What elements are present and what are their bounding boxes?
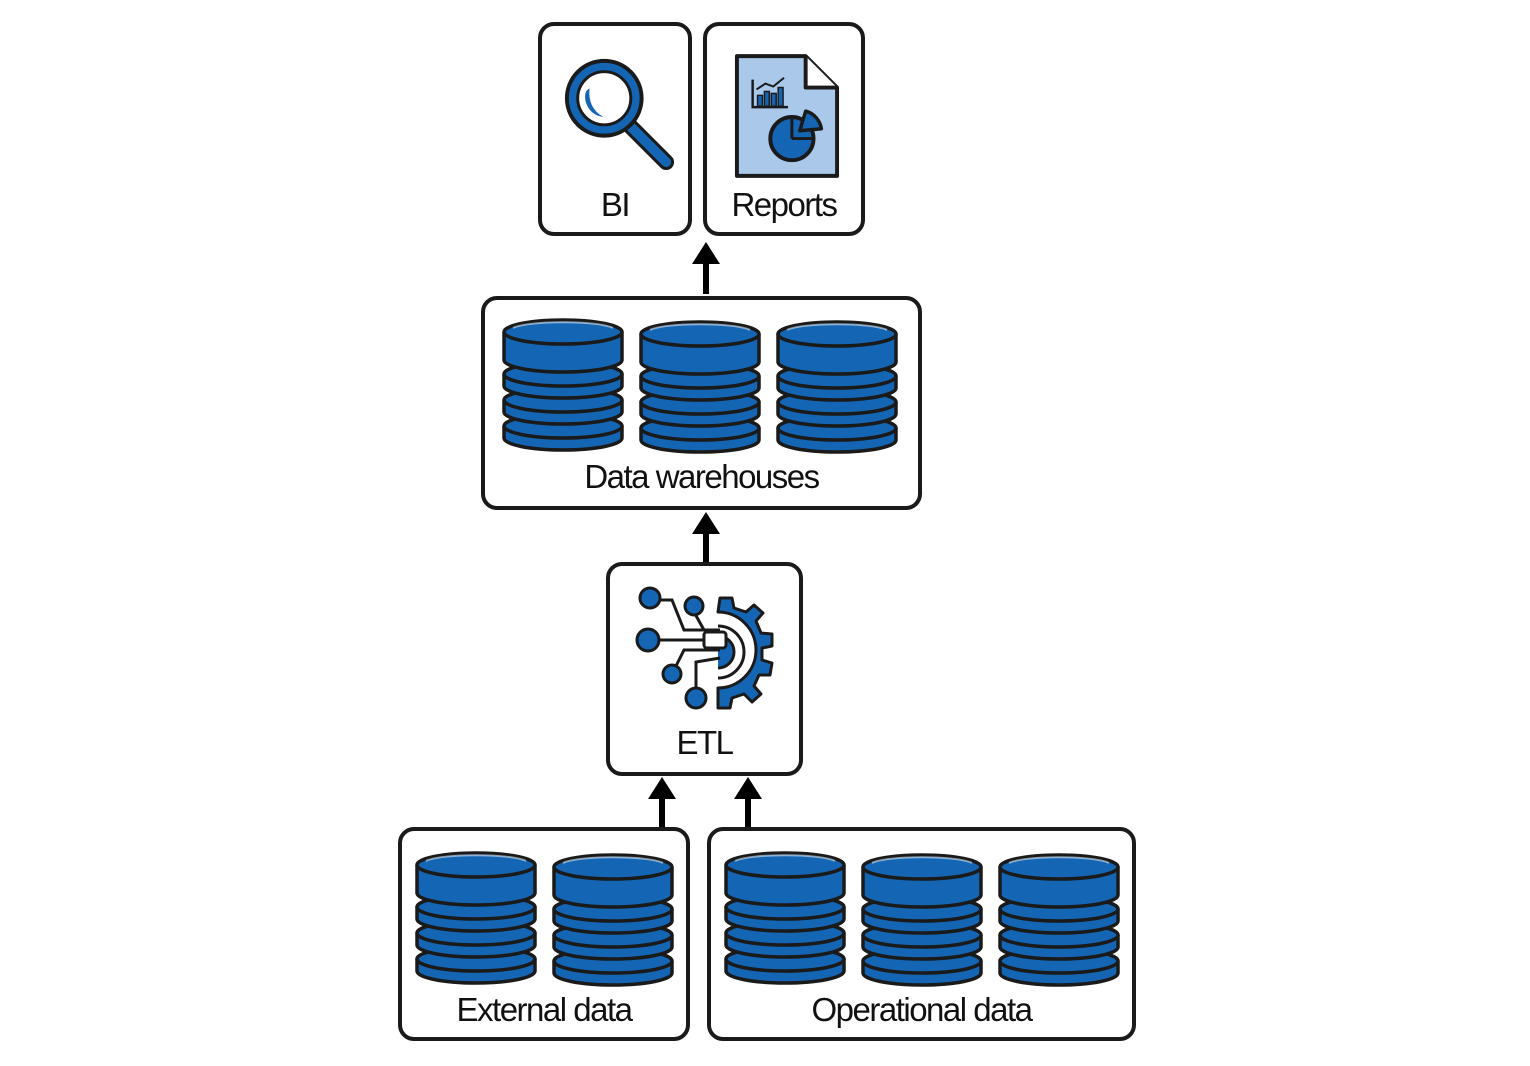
database-icon — [997, 851, 1121, 989]
magnifier-icon — [564, 58, 675, 171]
external-data-node: External data — [398, 827, 690, 1041]
reports-label: Reports — [731, 186, 838, 223]
database-icon — [638, 318, 762, 456]
etl-node: ETL — [606, 562, 803, 776]
operational-data-label: Operational data — [811, 991, 1033, 1028]
arrow-external-to-etl — [646, 777, 678, 829]
arrow-operational-to-etl — [732, 777, 764, 829]
database-icon — [551, 851, 675, 989]
etl-label: ETL — [676, 724, 734, 761]
etl-gear-icon — [635, 586, 774, 710]
arrow-etl-to-warehouses — [690, 512, 722, 564]
database-icon — [860, 851, 984, 989]
database-icon — [414, 849, 538, 987]
data-warehouses-label: Data warehouses — [584, 458, 820, 495]
arrow-warehouses-to-reports — [690, 241, 722, 295]
bi-node: BI — [538, 22, 692, 236]
report-document-icon — [734, 54, 840, 178]
data-warehouses-node: Data warehouses — [481, 296, 922, 510]
operational-data-node: Operational data — [707, 827, 1136, 1041]
reports-node: Reports — [703, 22, 865, 236]
database-icon — [501, 316, 625, 454]
database-icon — [775, 318, 899, 456]
database-icon — [723, 849, 847, 987]
external-data-label: External data — [456, 991, 633, 1028]
bi-label: BI — [600, 186, 631, 223]
